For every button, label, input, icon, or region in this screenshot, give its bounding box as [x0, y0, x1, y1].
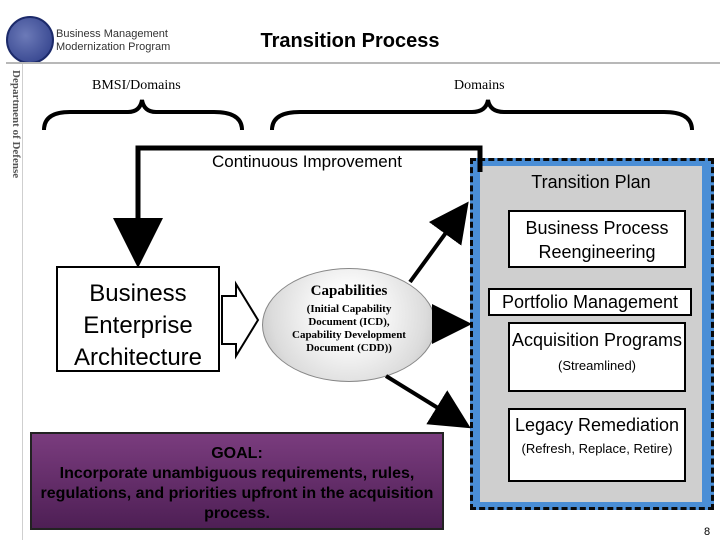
logo-line-1: Business Management [56, 28, 168, 40]
logo-line-2: Modernization Program [56, 41, 171, 53]
portfolio-management-box: Portfolio Management [488, 288, 692, 316]
goal-text: Incorporate unambiguous requirements, ru… [40, 465, 434, 522]
transition-plan-title: Transition Plan [531, 172, 651, 192]
department-side-label: Department of Defense [10, 70, 22, 179]
acquisition-programs-label: Acquisition Programs [511, 330, 683, 350]
capabilities-detail: (Initial Capability Document (ICD), Capa… [292, 303, 406, 354]
goal-box: GOAL: Incorporate unambiguous requiremen… [30, 432, 444, 530]
capabilities-ellipse: Capabilities (Initial Capability Documen… [262, 268, 436, 382]
bea-to-capabilities-arrow [221, 280, 260, 360]
page-number: 8 [704, 526, 711, 538]
bmsi-domains-label: BMSI/Domains [92, 78, 181, 93]
arrow-to-transition-plan [408, 201, 469, 284]
legacy-remediation-box: Legacy Remediation (Refresh, Replace, Re… [508, 408, 686, 482]
bmmp-logo [6, 16, 54, 64]
side-divider [22, 64, 23, 540]
legacy-remediation-label: Legacy Remediation [514, 415, 680, 435]
page-title: Transition Process [260, 30, 440, 52]
bpr-box: Business Process Reengineering [508, 210, 686, 268]
bmsi-brace [42, 99, 244, 131]
program-logo-text: Business Management Modernization Progra… [56, 28, 170, 54]
arrow-to-legacy [384, 374, 471, 429]
domains-brace [270, 99, 694, 131]
legacy-remediation-note: (Refresh, Replace, Retire) [521, 441, 673, 456]
capabilities-title: Capabilities [310, 283, 388, 299]
header-divider [6, 62, 720, 64]
acquisition-programs-box: Acquisition Programs (Streamlined) [508, 322, 686, 392]
continuous-improvement-label: Continuous Improvement [212, 152, 402, 171]
domains-label: Domains [454, 78, 505, 93]
goal-heading: GOAL: [211, 445, 263, 462]
improvement-loop [113, 145, 483, 268]
acquisition-programs-note: (Streamlined) [557, 358, 637, 373]
